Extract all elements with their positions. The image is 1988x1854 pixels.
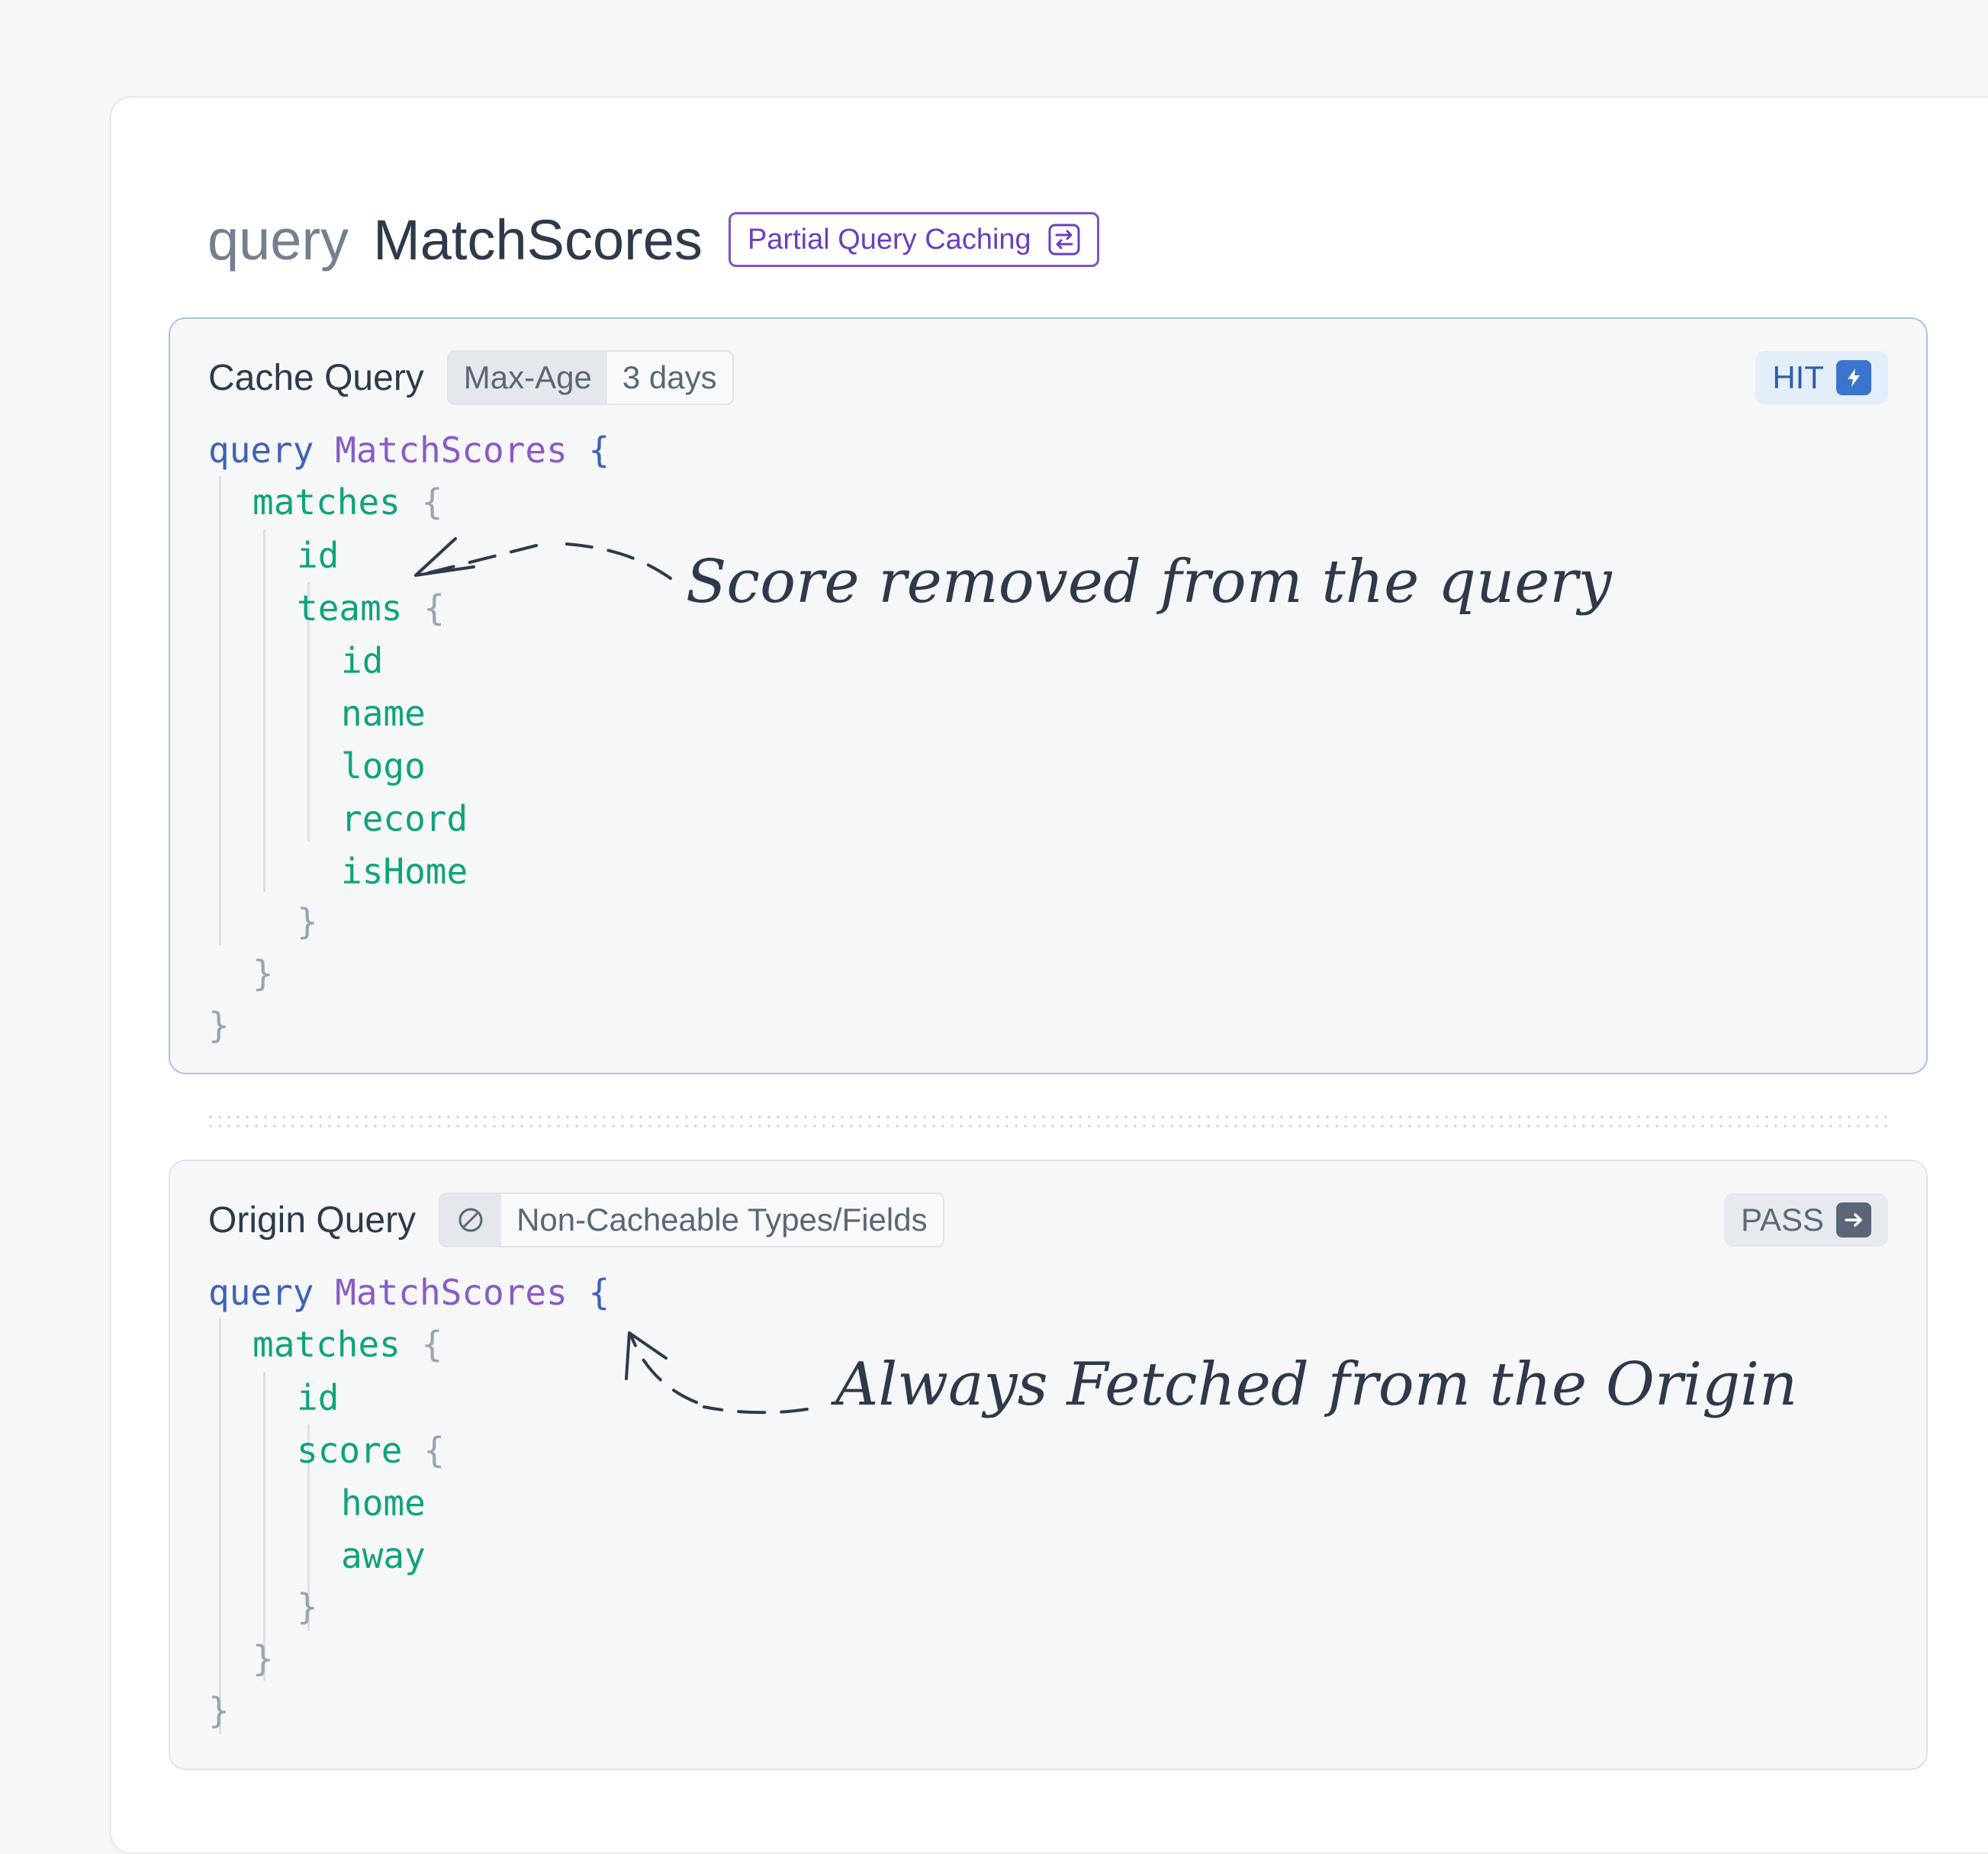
pass-status-label: PASS	[1741, 1202, 1824, 1238]
code-line: }	[208, 1005, 230, 1046]
code-line: teams {	[297, 587, 445, 629]
origin-query-title: Origin Query	[208, 1199, 417, 1241]
page-title: query MatchScores Partial Query Caching	[207, 203, 1099, 276]
code-line: id	[297, 1377, 339, 1418]
origin-query-panel: Origin Query Non-Cacheable Types/Fields …	[169, 1160, 1928, 1770]
code-line: away	[341, 1535, 426, 1576]
non-cacheable-badge: Non-Cacheable Types/Fields	[439, 1193, 944, 1247]
annotation-arrow	[414, 537, 672, 580]
code-line: }	[208, 1690, 230, 1731]
indent-guide	[307, 582, 310, 842]
annotation-arrow	[625, 1331, 809, 1415]
hit-status-badge: HIT	[1755, 351, 1888, 404]
hit-status-label: HIT	[1772, 359, 1824, 395]
panel-divider	[206, 1112, 1892, 1132]
origin-query-header: Origin Query Non-Cacheable Types/Fields	[208, 1193, 944, 1247]
code-line: query MatchScores {	[208, 430, 610, 471]
code-line: record	[341, 798, 468, 839]
code-line: }	[297, 1586, 318, 1627]
indent-guide	[307, 1424, 310, 1630]
max-age-value: 3 days	[622, 359, 717, 395]
code-line: id	[341, 640, 384, 681]
indent-guide	[263, 529, 265, 892]
indent-guide	[219, 1318, 221, 1734]
partial-query-caching-badge[interactable]: Partial Query Caching	[728, 212, 1099, 267]
pass-status-badge: PASS	[1724, 1193, 1888, 1247]
origin-annotation: Always Fetched from the Origin	[835, 1350, 1798, 1419]
cache-query-panel: Cache Query Max-Age 3 days HIT query Mat…	[169, 317, 1928, 1074]
code-line: id	[297, 535, 339, 576]
non-cacheable-label: Non-Cacheable Types/Fields	[516, 1202, 928, 1238]
title-keyword: query	[207, 208, 349, 272]
indent-guide	[263, 1372, 265, 1681]
code-line: matches {	[253, 481, 443, 523]
max-age-badge: Max-Age 3 days	[446, 350, 734, 405]
code-line: }	[253, 1638, 274, 1679]
code-line: }	[297, 901, 318, 942]
blocked-icon	[440, 1194, 502, 1246]
cache-query-title: Cache Query	[208, 357, 424, 398]
code-line: logo	[341, 745, 426, 787]
code-line: home	[341, 1482, 426, 1524]
code-line: query MatchScores {	[208, 1272, 610, 1313]
indent-guide	[219, 476, 221, 945]
code-line: name	[341, 693, 426, 734]
max-age-label: Max-Age	[448, 352, 607, 404]
lightning-icon	[1836, 360, 1871, 395]
partial-query-caching-label: Partial Query Caching	[747, 223, 1031, 256]
cache-query-header: Cache Query Max-Age 3 days	[208, 350, 734, 405]
arrow-right-icon	[1836, 1202, 1871, 1238]
code-line: }	[253, 953, 274, 994]
swap-arrows-icon	[1048, 224, 1080, 256]
code-line: matches {	[253, 1324, 443, 1365]
code-line: score {	[297, 1430, 445, 1471]
cache-annotation: Score removed from the query	[686, 548, 1612, 616]
title-operation-name: MatchScores	[373, 208, 703, 272]
code-line: isHome	[341, 851, 468, 892]
